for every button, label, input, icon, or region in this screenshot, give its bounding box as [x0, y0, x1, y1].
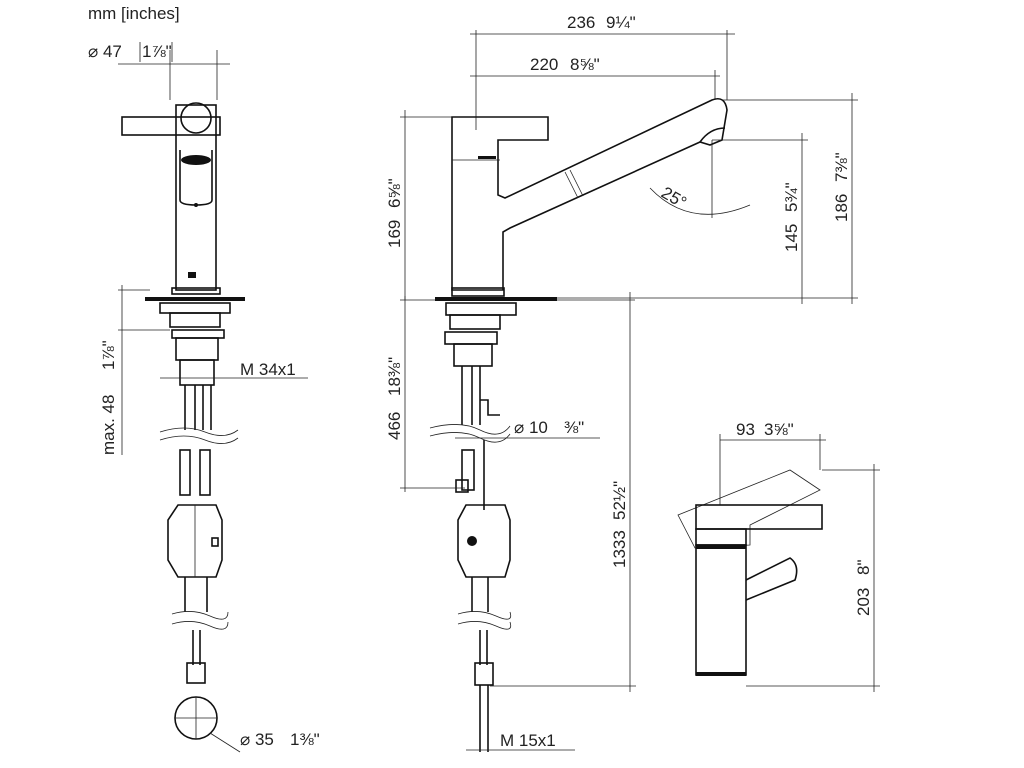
angle-25: 25° [658, 183, 690, 212]
dim-236-inch: 9¼" [606, 13, 636, 32]
thread-m15: M 15x1 [500, 731, 556, 750]
top-view: 93 3⅝" 203 8" [677, 420, 880, 692]
dim-diameter-47: ⌀ 47 1⅞" [88, 42, 230, 100]
dim-10-mm: ⌀ 10 [514, 418, 548, 437]
dim-10-inch: ⅜" [564, 418, 584, 437]
dim-236-mm: 236 [567, 13, 595, 32]
dim-1333-mm: 1333 [610, 530, 629, 568]
dim-203-mm: 203 [854, 588, 873, 616]
dim-169-inch: 6⅝" [385, 178, 404, 208]
dim-466-inch: 18⅜" [385, 357, 404, 396]
dim-48-inch: 1⅞" [99, 340, 118, 370]
dim-145-inch: 5¾" [782, 182, 801, 212]
dim-145-mm: 145 [782, 224, 801, 252]
dim-220-inch: 8⅝" [570, 55, 600, 74]
side-view: 236 9¼" 220 8⅝" [385, 13, 858, 752]
dim-35-inch: 1⅜" [290, 730, 320, 749]
dim-1333-inch: 52½" [610, 481, 629, 520]
dim-466-mm: 466 [385, 412, 404, 440]
dim-169-mm: 169 [385, 220, 404, 248]
dim-186-inch: 7⅜" [832, 152, 851, 182]
units-label: mm [inches] [88, 4, 180, 23]
dim-max-48: max. 48 1⅞" [99, 285, 170, 455]
dim-93-mm: 93 [736, 420, 755, 439]
dim-47-inch: 1⅞" [142, 42, 172, 61]
dim-48-mm: max. 48 [99, 395, 118, 455]
dim-35-mm: ⌀ 35 [240, 730, 274, 749]
dim-186-mm: 186 [832, 194, 851, 222]
dim-203-inch: 8" [854, 560, 873, 576]
dim-93-inch: 3⅝" [764, 420, 794, 439]
dim-220-mm: 220 [530, 55, 558, 74]
front-view: ⌀ 47 1⅞" [88, 42, 320, 753]
thread-m34: M 34x1 [240, 360, 296, 379]
dim-47-mm: ⌀ 47 [88, 42, 122, 61]
